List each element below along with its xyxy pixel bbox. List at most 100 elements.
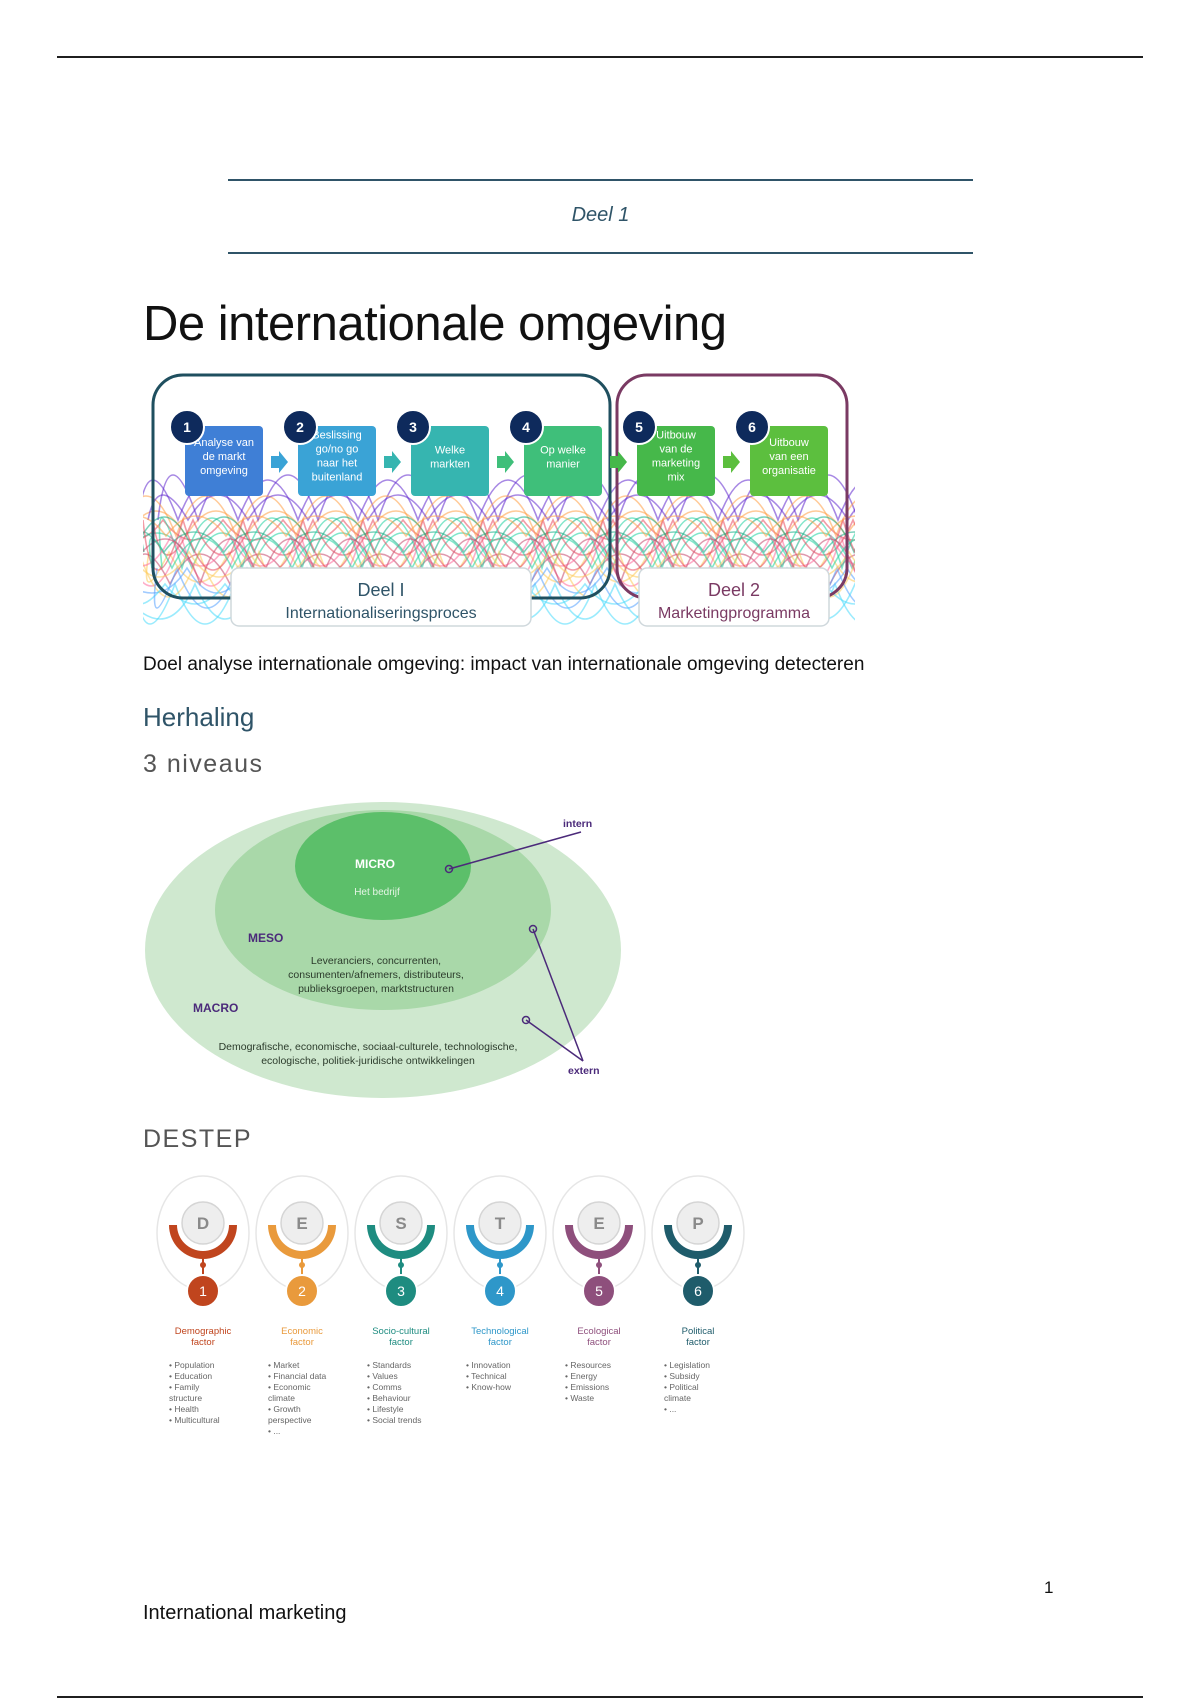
process-step-label-line: organisatie (762, 465, 816, 477)
process-step-label-line: mix (667, 472, 685, 484)
process-step-label-line: manier (546, 459, 580, 471)
factor-arc (367, 1225, 435, 1259)
micro-ellipse (295, 812, 471, 920)
intern-pointer-dot (444, 864, 454, 874)
process-step-label-line: Beslissing (312, 430, 362, 442)
factor-item: structure (169, 1393, 202, 1403)
factor-item: • Lifestyle (367, 1404, 404, 1414)
factor-item: • Market (268, 1360, 300, 1370)
section-rule-bottom (228, 252, 973, 254)
factor-item: • Political (664, 1382, 699, 1392)
process-step-label-line: Op welke (540, 445, 586, 457)
factor-letter: S (395, 1214, 406, 1233)
factor-title-line: factor (389, 1337, 413, 1348)
wave-line (143, 495, 855, 539)
factor-letter: D (197, 1214, 209, 1233)
process-step-box (298, 426, 376, 496)
process-step-label-line: Uitbouw (769, 437, 809, 449)
wave-line (143, 534, 855, 567)
factor-letter: P (692, 1214, 703, 1233)
meso-text-line-3: publieksgroepen, marktstructuren (298, 983, 454, 995)
part1-label-box (230, 567, 532, 627)
factor-item: • Family (169, 1382, 200, 1392)
meso-title: MESO (248, 931, 283, 945)
part2-label-box (638, 567, 830, 627)
arrow-right-icon (497, 451, 514, 473)
factor-letter-disc (577, 1201, 621, 1245)
section-heading: Herhaling (143, 702, 255, 732)
process-step-label-line: go/no go (316, 444, 359, 456)
process-step-label-line: naar het (317, 458, 357, 470)
intern-pointer-line (448, 831, 582, 870)
factor-item: • Standards (367, 1360, 411, 1370)
process-step-number: 6 (748, 419, 756, 435)
goal-text: Doel analyse internationale omgeving: im… (143, 654, 865, 675)
part2-subtitle: Marketingprogramma (658, 605, 810, 622)
factor-arc (169, 1225, 237, 1259)
factor-title-line: Ecological (577, 1326, 620, 1337)
arrow-right-icon (610, 451, 627, 473)
factor-number: 1 (199, 1283, 207, 1299)
factor-title-line: Economic (281, 1326, 323, 1337)
three-levels-diagram: MICRO Het bedrijf MESO Leveranciers, con… (145, 802, 621, 1098)
factor-connector-dot (398, 1262, 404, 1268)
process-step-label-line: marketing (652, 458, 700, 470)
process-step-box (750, 426, 828, 496)
arrow-right-icon (723, 451, 740, 473)
process-step-number: 1 (183, 419, 191, 435)
process-step-4: Op welke manier 4 (508, 409, 602, 496)
process-step-label-line: omgeving (200, 465, 248, 477)
factor-item: • Subsidy (664, 1371, 700, 1381)
wave-line (157, 474, 855, 523)
process-step-number-badge (395, 409, 431, 445)
factor-connector-dot (497, 1262, 503, 1268)
extern-pointer-line-macro (525, 1019, 584, 1062)
process-step-box (411, 426, 489, 496)
wave-line (148, 537, 855, 570)
niveaus-heading: 3 niveaus (143, 750, 264, 778)
factor-item: climate (664, 1393, 691, 1403)
factor-title-line: Technological (471, 1326, 529, 1337)
process-step-label-line: van de (659, 444, 692, 456)
factor-letter-disc (280, 1201, 324, 1245)
extern-pointer-dot-meso (528, 924, 538, 934)
factor-title-line: factor (686, 1337, 710, 1348)
process-step-number-badge (621, 409, 657, 445)
factor-number-badge (285, 1274, 319, 1308)
factor-item: climate (268, 1393, 295, 1403)
process-step-number: 5 (635, 419, 643, 435)
factor-item: • Health (169, 1404, 199, 1414)
factor-item: • Technical (466, 1371, 507, 1381)
top-rule (57, 56, 1143, 58)
factor-letter: E (593, 1214, 604, 1233)
factor-arc (466, 1225, 534, 1259)
meso-text-line-2: consumenten/afnemers, distributeurs, (288, 969, 464, 981)
factor-number-badge (384, 1274, 418, 1308)
wave-line (147, 494, 855, 522)
factor-arc (565, 1225, 633, 1259)
process-step-number: 4 (522, 419, 530, 435)
factor-connector-dot (695, 1262, 701, 1268)
factor-number-badge (681, 1274, 715, 1308)
factor-title-line: factor (587, 1337, 611, 1348)
factor-item: • Financial data (268, 1371, 327, 1381)
factor-item: • Legislation (664, 1360, 710, 1370)
factor-title-line: Demographic (175, 1326, 232, 1337)
factor-connector-dot (596, 1262, 602, 1268)
page-title: De internationale omgeving (143, 297, 727, 351)
factor-connector-dot (299, 1262, 305, 1268)
wave-line (143, 538, 855, 587)
process-step-label-line: de markt (203, 451, 246, 463)
factor-letter-disc (379, 1201, 423, 1245)
factor-letter-disc (478, 1201, 522, 1245)
factor-connector-dot (200, 1262, 206, 1268)
process-step-number: 2 (296, 419, 304, 435)
